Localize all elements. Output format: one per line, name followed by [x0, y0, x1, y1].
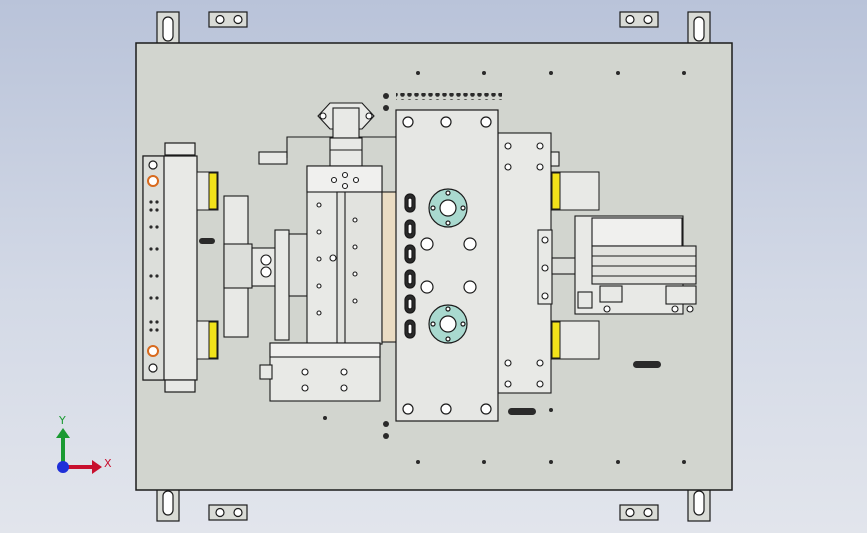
linear-slide-module[interactable]	[259, 165, 398, 402]
gear-motor-top[interactable]	[317, 102, 375, 167]
base-slots	[199, 238, 661, 415]
mounting-ears-bottom	[156, 484, 711, 522]
coordinate-triad	[56, 428, 102, 474]
servo-motor[interactable]	[223, 136, 400, 341]
yellow-stops	[196, 171, 600, 360]
dot-row	[396, 93, 502, 100]
mounting-ears-top	[156, 11, 711, 48]
x-axis-label: X	[104, 457, 112, 470]
center-mounting-block[interactable]	[395, 109, 499, 422]
right-pneumatic-cylinder[interactable]	[537, 215, 697, 315]
base-plate-holes	[323, 71, 686, 464]
left-sensor-rail[interactable]	[142, 142, 198, 393]
y-axis-label: Y	[59, 414, 66, 427]
z-axis-dot	[57, 461, 69, 473]
